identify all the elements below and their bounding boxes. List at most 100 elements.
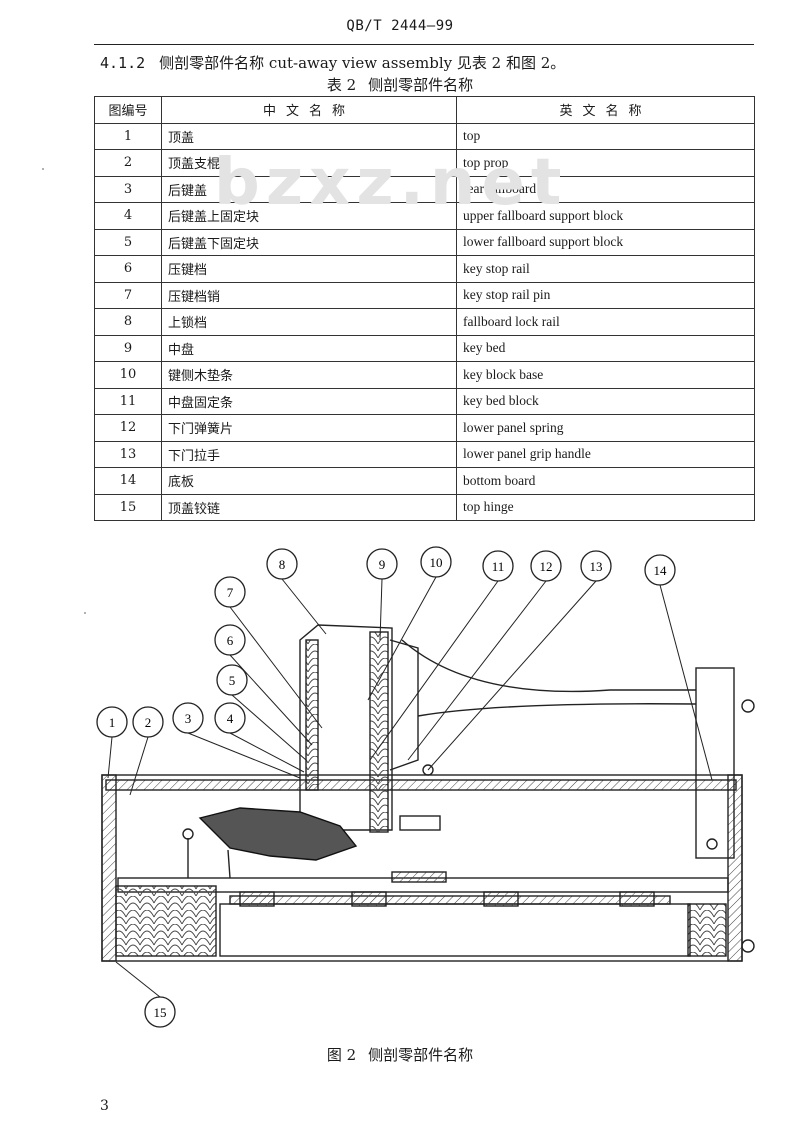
part-name-en-cell: key stop rail [456, 255, 755, 283]
callout-label: 4 [227, 711, 234, 726]
callout-circle [644, 554, 676, 586]
callout-label: 13 [590, 559, 603, 574]
figure-caption-number: 图 2 [326, 1046, 357, 1064]
part-name-en-cell: rear fallboard [456, 175, 755, 203]
callout-label: 3 [185, 711, 192, 726]
figure-caption-title: 侧剖零部件名称 [368, 1046, 474, 1064]
part-name-en-cell: fallboard lock rail [456, 308, 755, 336]
callout-circle [530, 550, 562, 582]
clause-number: 4.1.2 [100, 54, 146, 72]
part-number-cell: 12 [94, 414, 162, 442]
part-number-cell: 11 [94, 387, 162, 415]
callout-circle [482, 550, 514, 582]
callout-leader-line [427, 580, 597, 771]
part-name-zh-cell: 顶盖 [161, 122, 457, 150]
part-name-zh-cell: 顶盖支棍 [161, 149, 457, 177]
callout-leader-line [129, 736, 149, 796]
callout-label: 5 [229, 673, 236, 688]
table-caption: 表 2 侧剖零部件名称 [0, 74, 800, 95]
callout-label: 8 [279, 557, 286, 572]
part-name-en-cell: key stop rail pin [456, 281, 755, 309]
callout-circle [132, 706, 164, 738]
part-number-cell: 10 [94, 361, 162, 389]
callout-label: 15 [154, 1005, 167, 1020]
callout-leader-line [115, 961, 161, 998]
callout-label: 1 [109, 715, 116, 730]
part-name-en-cell: key bed block [456, 387, 755, 415]
callout-circle [172, 702, 204, 734]
header-chinese: 中文名称 [161, 96, 457, 124]
part-name-zh-cell: 上锁档 [161, 308, 457, 336]
key-action [182, 624, 441, 879]
part-number-cell: 3 [94, 175, 162, 203]
callout-leader-line [379, 578, 383, 641]
clause-line: 4.1.2 侧剖零部件名称 cut-away view assembly 见表 2… [100, 52, 565, 73]
part-number-cell: 7 [94, 281, 162, 309]
figure-caption: 图 2 侧剖零部件名称 [0, 1044, 800, 1065]
part-name-en-cell: lower panel grip handle [456, 440, 755, 468]
callout-label: 11 [492, 559, 505, 574]
part-name-zh-cell: 后键盖 [161, 175, 457, 203]
part-name-zh-cell: 后键盖下固定块 [161, 228, 457, 256]
callout-leader-line [231, 694, 307, 761]
callout-circle [214, 624, 246, 656]
clause-text: 侧剖零部件名称 cut-away view assembly 见表 2 和图 2… [159, 54, 566, 72]
callout-leader-line [229, 732, 305, 773]
table-caption-number: 表 2 [326, 76, 357, 94]
part-number-cell: 9 [94, 334, 162, 362]
part-number-cell: 4 [94, 202, 162, 230]
part-name-zh-cell: 压键档销 [161, 281, 457, 309]
standard-code: QB/T 2444—99 [346, 18, 454, 34]
callout-leader-line [229, 654, 313, 746]
callout-leader-line [187, 732, 301, 779]
part-number-cell: 14 [94, 467, 162, 495]
part-name-en-cell: bottom board [456, 467, 755, 495]
part-name-zh-cell: 顶盖铰链 [161, 493, 457, 521]
table-caption-title: 侧剖零部件名称 [368, 76, 474, 94]
callout-leader-line [659, 584, 713, 781]
scan-speck [42, 168, 44, 170]
callout-label: 12 [540, 559, 553, 574]
part-name-zh-cell: 下门弹簧片 [161, 414, 457, 442]
part-number-cell: 5 [94, 228, 162, 256]
callout-label: 2 [145, 715, 152, 730]
callout-leader-line [407, 580, 547, 761]
part-number-cell: 2 [94, 149, 162, 177]
part-name-en-cell: top [456, 122, 755, 150]
scan-speck [84, 612, 86, 614]
lid-and-lever [401, 639, 755, 953]
part-name-en-cell: lower fallboard support block [456, 228, 755, 256]
header-rule [94, 44, 754, 45]
part-name-zh-cell: 压键档 [161, 255, 457, 283]
part-number-cell: 6 [94, 255, 162, 283]
header-number: 图编号 [94, 96, 162, 124]
callout-circle [214, 702, 246, 734]
callout-circle [216, 664, 248, 696]
callout-label: 10 [430, 555, 443, 570]
cabinet-body [101, 774, 743, 962]
callout-leader-line [367, 576, 437, 701]
callout-circle [580, 550, 612, 582]
part-number-cell: 1 [94, 122, 162, 150]
part-name-en-cell: key block base [456, 361, 755, 389]
callout-leader-line [107, 736, 113, 779]
part-name-zh-cell: 后键盖上固定块 [161, 202, 457, 230]
part-name-zh-cell: 下门拉手 [161, 440, 457, 468]
part-name-en-cell: top hinge [456, 493, 755, 521]
callout-leader-line [369, 580, 499, 761]
part-name-en-cell: key bed [456, 334, 755, 362]
callout-label: 14 [654, 563, 668, 578]
part-number-cell: 15 [94, 493, 162, 521]
